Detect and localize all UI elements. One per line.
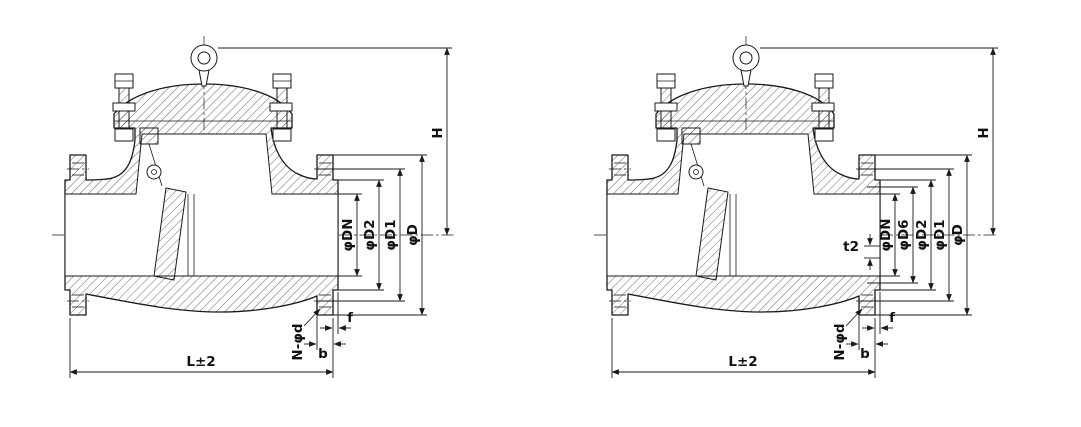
dim-label-t2: t2 (843, 239, 859, 255)
dim-label-f: f (347, 310, 353, 326)
right-valve-dimension-lines (612, 47, 998, 378)
left-valve-dimension-lines (70, 47, 452, 378)
dim-label-l: L±2 (186, 354, 215, 370)
dim-label-b: b (860, 346, 870, 362)
left-valve-drawing: φDN φD2 φD1 φD H N-φd b f L±2 (51, 35, 455, 378)
dim-label-b: b (318, 346, 328, 362)
dim-label-d1: φD1 (932, 219, 948, 250)
dim-label-h: H (430, 127, 446, 138)
dim-label-d2: φD2 (914, 219, 930, 250)
dim-label-d6: φD6 (896, 219, 912, 250)
right-valve-drawing: φDN φD6 φD2 φD1 φD H t2 N-φd b f L±2 (593, 35, 998, 378)
dim-label-nd: N-φd (290, 323, 306, 360)
dim-label-f: f (889, 310, 895, 326)
dim-label-d: φD (405, 224, 421, 246)
dim-label-dn: φDN (340, 218, 356, 251)
dim-label-h: H (976, 127, 992, 138)
dim-label-dn: φDN (878, 218, 894, 251)
dim-label-nd: N-φd (832, 323, 848, 360)
dim-label-d1: φD1 (383, 219, 399, 250)
dim-label-l: L±2 (728, 354, 757, 370)
dim-label-d2: φD2 (362, 219, 378, 250)
dim-label-d: φD (950, 224, 966, 246)
